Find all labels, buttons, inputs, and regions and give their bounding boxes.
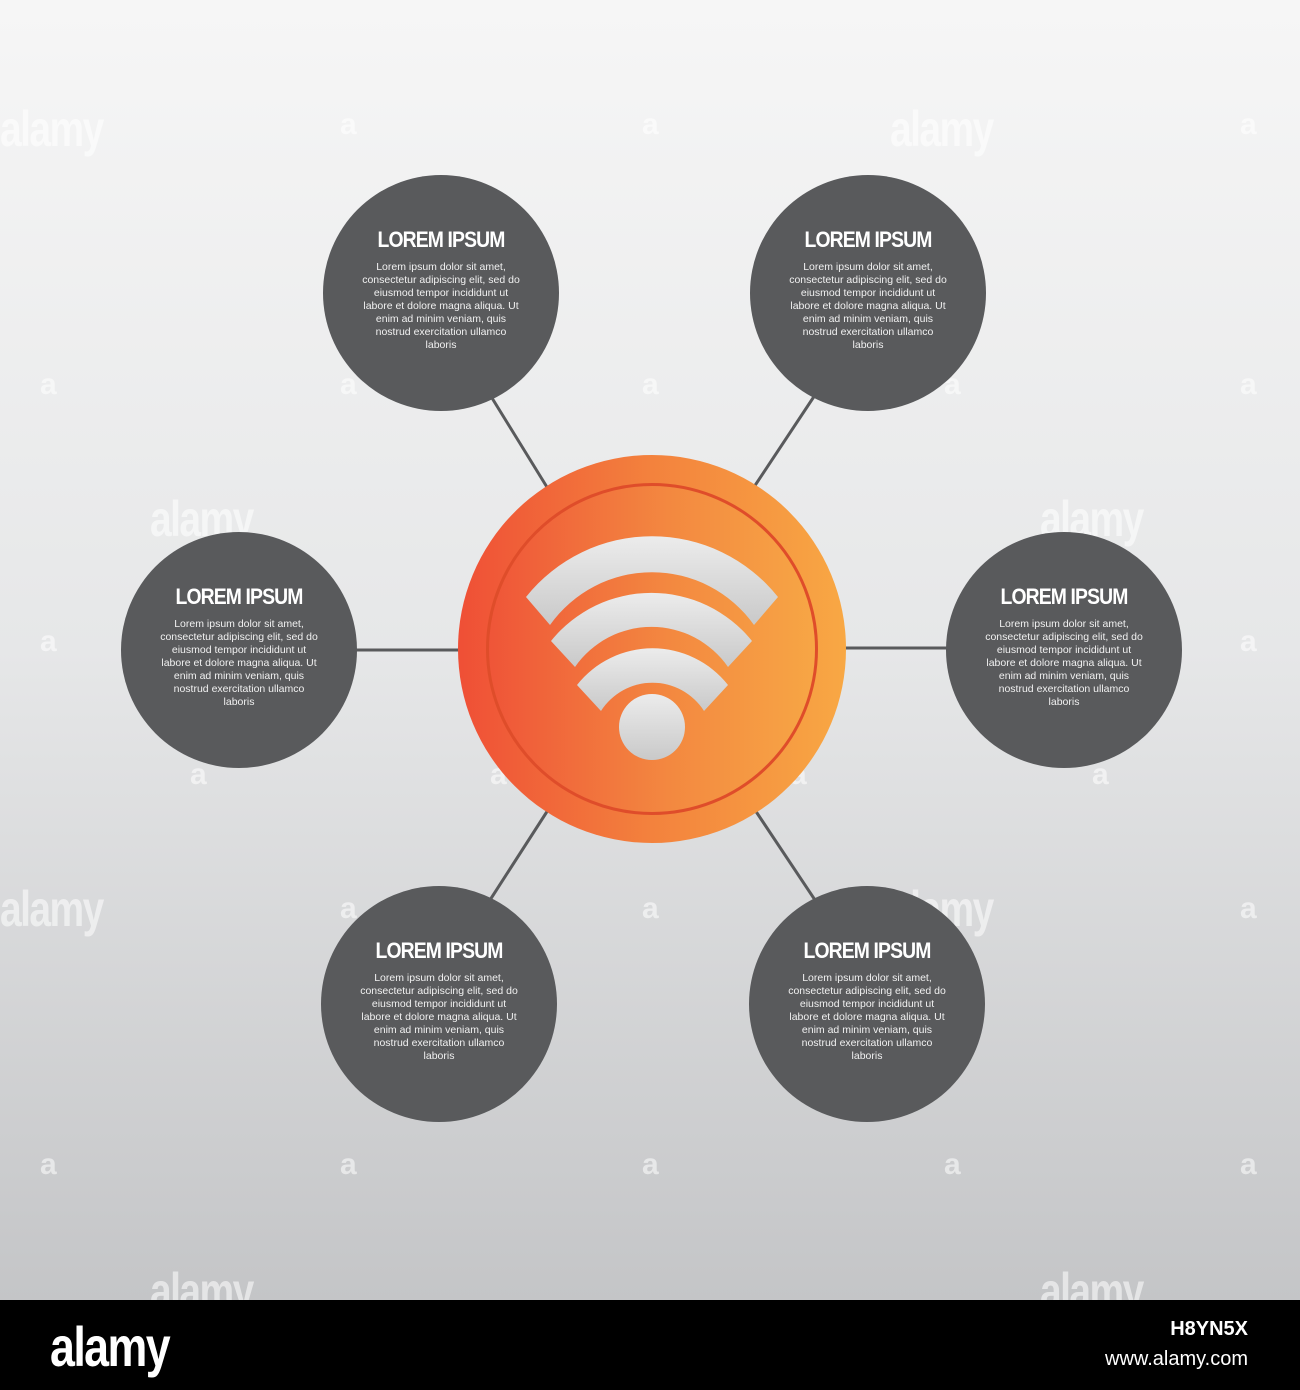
node-description: Lorem ipsum dolor sit amet, consectetur … (788, 972, 946, 1062)
node-description: Lorem ipsum dolor sit amet, consectetur … (985, 618, 1143, 708)
node-description: Lorem ipsum dolor sit amet, consectetur … (789, 261, 947, 351)
info-node-bottom-right: LOREM IPSUM Lorem ipsum dolor sit amet, … (749, 886, 985, 1122)
watermark-text: alamy (0, 101, 104, 157)
wifi-arc-inner (577, 648, 728, 711)
watermark-letter: a (40, 625, 57, 658)
watermark-text: alamy (890, 101, 994, 157)
node-description: Lorem ipsum dolor sit amet, consectetur … (160, 618, 318, 708)
watermark-letter: a (1240, 625, 1257, 658)
wifi-dot (619, 694, 685, 760)
watermark-letter: a (944, 1148, 961, 1181)
info-node-top-right: LOREM IPSUM Lorem ipsum dolor sit amet, … (750, 175, 986, 411)
footer-url[interactable]: www.alamy.com (1105, 1348, 1248, 1370)
node-title: LOREM IPSUM (804, 227, 933, 252)
watermark-letter: a (1240, 108, 1257, 141)
watermark-letter: a (340, 1148, 357, 1181)
watermark-text: alamy (0, 881, 104, 937)
connector-top-right (750, 394, 817, 491)
watermark-letter: a (340, 368, 357, 401)
watermark-letter: a (340, 108, 357, 141)
watermark-letter: a (642, 892, 659, 925)
infographic-canvas: alamy alamy alamy alamy alamy alamy alam… (0, 0, 1300, 1300)
watermark-text: alamy (1040, 1263, 1144, 1300)
wifi-arc-outer (526, 536, 778, 625)
watermark-letter: a (642, 368, 659, 401)
watermark-letter: a (40, 1148, 57, 1181)
watermark-letter: a (190, 758, 207, 791)
watermark-letter: a (1240, 368, 1257, 401)
watermark-text: alamy (150, 1263, 254, 1300)
watermark-letter: a (1240, 1148, 1257, 1181)
watermark-letter: a (642, 108, 659, 141)
connector-top-left (490, 397, 552, 493)
connector-lines (356, 394, 948, 901)
node-description: Lorem ipsum dolor sit amet, consectetur … (360, 972, 518, 1062)
watermark-letter: a (642, 1148, 659, 1181)
footer-bar: alamy H8YN5X www.alamy.com (0, 1300, 1300, 1390)
info-node-top-left: LOREM IPSUM Lorem ipsum dolor sit amet, … (323, 175, 559, 411)
wifi-icon (526, 536, 778, 760)
node-title: LOREM IPSUM (803, 938, 932, 963)
watermark-letter: a (340, 892, 357, 925)
image-id: H8YN5X (1170, 1318, 1248, 1340)
info-node-bottom-left: LOREM IPSUM Lorem ipsum dolor sit amet, … (321, 886, 557, 1122)
watermark-letter: a (40, 368, 57, 401)
node-title: LOREM IPSUM (1000, 584, 1129, 609)
watermark-letter: a (1240, 892, 1257, 925)
node-title: LOREM IPSUM (375, 938, 504, 963)
node-title: LOREM IPSUM (175, 584, 304, 609)
connector-bottom-left (488, 809, 550, 901)
wifi-arc-middle (551, 592, 752, 667)
connector-bottom-right (753, 809, 817, 901)
node-description: Lorem ipsum dolor sit amet, consectetur … (362, 261, 520, 351)
info-node-right: LOREM IPSUM Lorem ipsum dolor sit amet, … (946, 532, 1182, 768)
central-hub (458, 455, 846, 843)
footer-meta: H8YN5X www.alamy.com (1105, 1314, 1248, 1374)
node-title: LOREM IPSUM (377, 227, 506, 252)
footer-logo: alamy (50, 1315, 171, 1378)
watermark-letter: a (1092, 758, 1109, 791)
info-node-left: LOREM IPSUM Lorem ipsum dolor sit amet, … (121, 532, 357, 768)
